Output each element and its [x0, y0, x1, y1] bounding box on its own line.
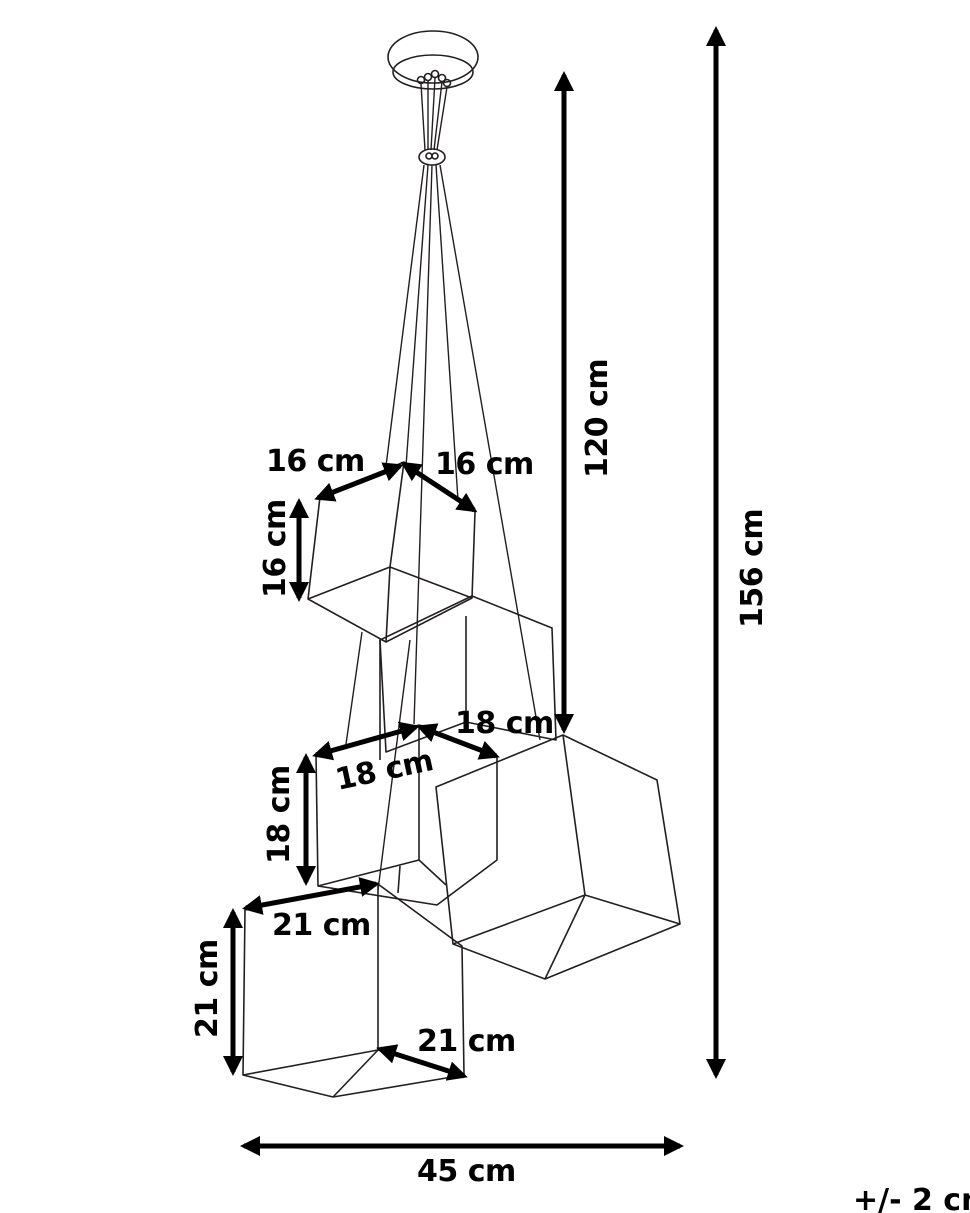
arrow-small-depth [400, 461, 478, 513]
label-total-width: 45 cm [417, 1154, 516, 1189]
label-large-height: 21 cm [190, 939, 225, 1038]
label-large-depth: 21 cm [417, 1024, 516, 1059]
label-medium-height: 18 cm [262, 765, 297, 864]
label-small-height: 16 cm [258, 499, 293, 598]
tolerance-note: +/- 2 cm [853, 1183, 970, 1213]
label-small-depth: 16 cm [435, 447, 534, 482]
arrow-small-width [314, 462, 404, 502]
cube-small [307, 461, 476, 643]
arrow-large-width [242, 877, 380, 915]
dimension-labels: 156 cm 120 cm 45 cm 16 cm 16 cm 16 cm 18… [190, 359, 770, 1189]
arrow-large-depth [376, 1044, 468, 1081]
label-medium-width: 18 cm [332, 743, 436, 798]
ceiling-canopy [387, 30, 479, 166]
label-small-width: 16 cm [266, 444, 365, 479]
cube-large-right [435, 734, 681, 980]
label-total-height: 156 cm [735, 509, 770, 628]
label-large-width: 21 cm [272, 908, 371, 943]
arrow-medium-width [312, 721, 420, 761]
label-cord-length: 120 cm [580, 359, 615, 478]
arrow-medium-depth [416, 723, 500, 760]
label-medium-depth: 18 cm [455, 706, 554, 741]
dimension-arrows [223, 25, 726, 1156]
